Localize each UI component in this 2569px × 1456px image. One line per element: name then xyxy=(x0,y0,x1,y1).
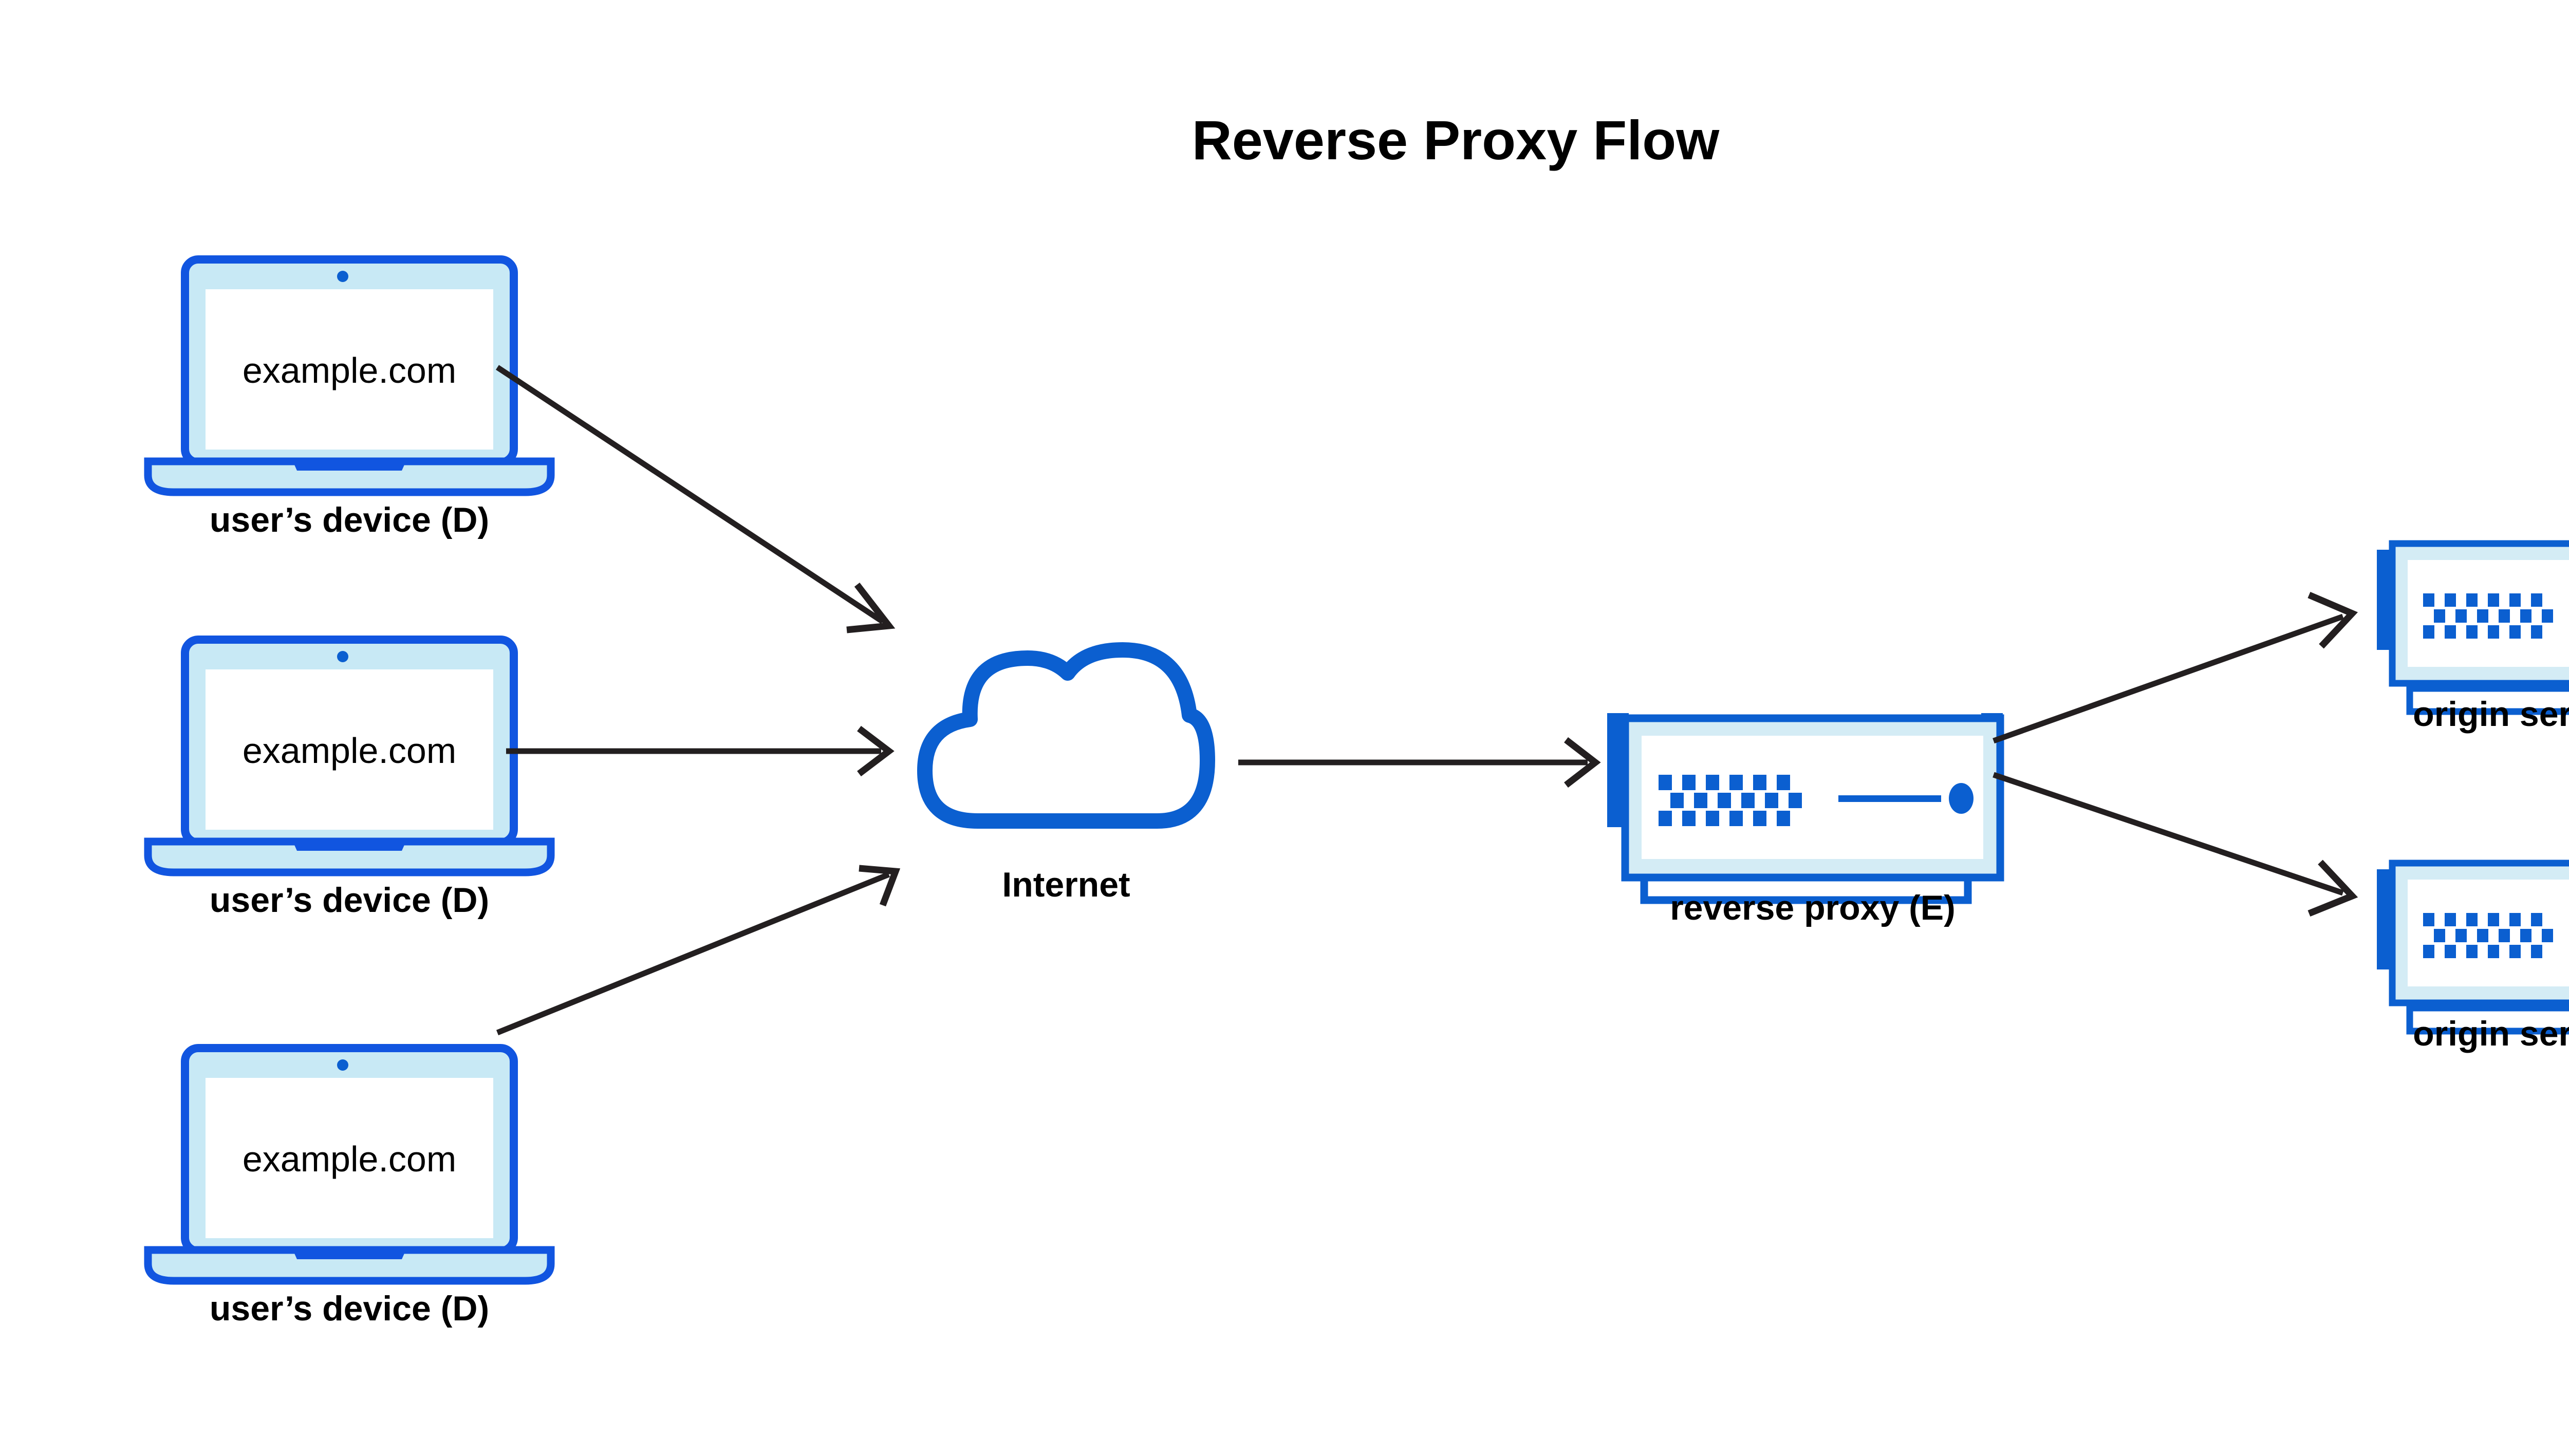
client-label-middle: user’s device (D) xyxy=(210,881,489,920)
laptop-screen-text: example.com xyxy=(243,731,456,771)
laptop-base xyxy=(144,457,555,496)
origin-server-node-bottom[interactable]: origin server (F) xyxy=(2377,860,2569,1053)
cloud-icon xyxy=(917,642,1215,829)
client-label-bottom: user’s device (D) xyxy=(210,1289,489,1328)
internet-label: Internet xyxy=(1002,865,1130,904)
laptop-notch xyxy=(293,842,406,851)
server-base-shelf xyxy=(2406,685,2569,715)
client-label-top: user’s device (D) xyxy=(210,500,489,539)
reverse-proxy-label: reverse proxy (E) xyxy=(1670,888,1956,927)
laptop-notch xyxy=(293,461,406,471)
laptop-screen-text: example.com xyxy=(243,1139,456,1179)
laptop-screen-text: example.com xyxy=(243,350,456,390)
laptop-icon xyxy=(144,636,555,876)
laptop-icon xyxy=(144,1044,555,1285)
client-node-top[interactable]: example.com user’s device (D) xyxy=(144,255,555,539)
arrow-proxy-to-origin-top xyxy=(1993,592,2358,744)
arrow-client-bottom-to-internet xyxy=(496,865,901,1036)
server-status-led-icon xyxy=(1949,783,1974,814)
laptop-screen xyxy=(206,289,493,450)
server-port-grid xyxy=(2423,593,2553,639)
server-icon xyxy=(2377,540,2569,715)
page-title: Reverse Proxy Flow xyxy=(1192,109,1720,171)
laptop-camera-icon xyxy=(337,271,348,282)
laptop-icon xyxy=(144,255,555,496)
internet-node[interactable]: Internet xyxy=(917,642,1215,904)
arrow-internet-to-proxy xyxy=(1238,737,1601,788)
laptop-camera-icon xyxy=(337,1059,348,1071)
reverse-proxy-node[interactable]: reverse proxy (E) xyxy=(1607,713,2004,927)
origin-server-label-bottom: origin server (F) xyxy=(2413,1014,2569,1053)
origin-server-node-top[interactable]: origin server (F) xyxy=(2377,540,2569,734)
server-icon xyxy=(2377,860,2569,1035)
server-port-grid xyxy=(2423,913,2553,958)
client-node-bottom[interactable]: example.com user’s device (D) xyxy=(144,1044,555,1328)
laptop-camera-icon xyxy=(337,651,348,662)
laptop-base xyxy=(144,1246,555,1285)
origin-server-label-top: origin server (F) xyxy=(2413,695,2569,734)
server-status-line xyxy=(1838,795,1941,802)
laptop-base xyxy=(144,837,555,876)
server-icon xyxy=(1607,713,2004,904)
arrow-proxy-to-origin-bottom xyxy=(1993,772,2358,917)
server-port-grid xyxy=(1659,775,1802,826)
laptop-screen xyxy=(206,669,493,830)
server-base-shelf xyxy=(2406,1004,2569,1035)
laptop-notch xyxy=(293,1250,406,1259)
client-node-middle[interactable]: example.com user’s device (D) xyxy=(144,636,555,920)
arrow-client-middle-to-internet xyxy=(506,725,895,777)
arrow-client-top-to-internet xyxy=(495,365,896,633)
laptop-screen xyxy=(206,1078,493,1238)
